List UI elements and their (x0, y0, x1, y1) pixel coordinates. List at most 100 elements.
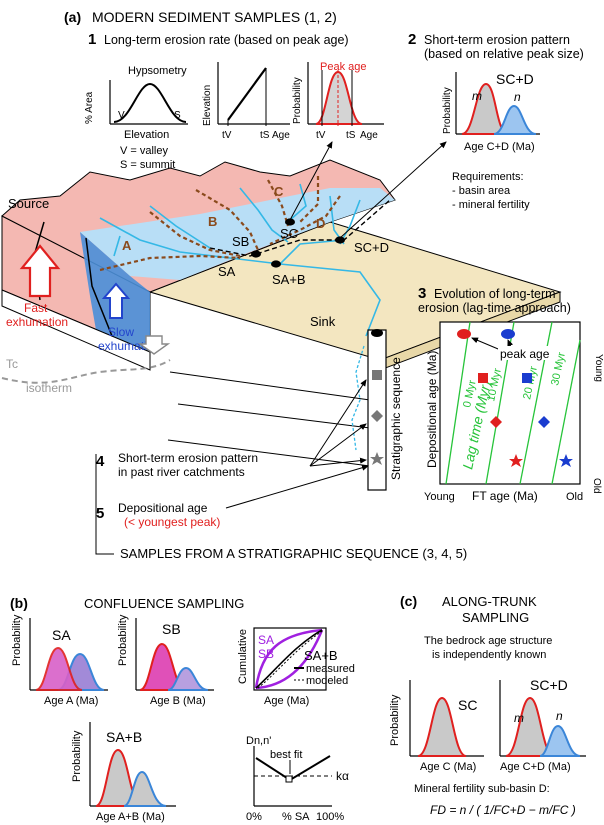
scd-m-label: m (472, 89, 482, 103)
fast-label: Fast (24, 301, 48, 315)
ft-age-x-label: FT age (Ma) (472, 489, 538, 503)
hypsometry-x-label: Elevation (124, 129, 169, 141)
lag-0-label: 0 Myr (461, 379, 479, 409)
tc-label: Tc (6, 357, 18, 371)
step-5-red-text: (< youngest peak) (124, 515, 220, 529)
hypsometry-y-label: % Area (84, 91, 95, 124)
scd-age-label: Age C+D (Ma) (464, 141, 535, 153)
sample-sapb-label: SA+B (272, 272, 306, 287)
sa-chart: Probability SA Age A (Ma) (11, 614, 108, 707)
fast-exhumation-arrow (19, 244, 61, 298)
sb-prob-label: Probability (117, 614, 129, 666)
elevation-tv-label: tV (222, 130, 232, 141)
sapb-chart: Probability SA+B Age A+B (Ma) (71, 722, 176, 823)
age-cd-label: Age C+D (Ma) (500, 761, 571, 773)
panel-c-scd-chart: SC+D m n Age C+D (Ma) (499, 677, 586, 773)
legend-valley: V = valley (120, 145, 168, 157)
panel-b-letter: (b) (10, 595, 28, 611)
requirements-title: Requirements: (452, 171, 524, 183)
panel-c-desc-2: is independently known (432, 649, 546, 661)
peak-tv-label: tV (316, 130, 326, 141)
step-2-number: 2 (408, 31, 416, 48)
sink-label: Sink (310, 314, 336, 329)
panel-a-letter: (a) (64, 9, 81, 25)
young-right-label: Young (593, 354, 604, 382)
cum-sb-label: SB (258, 647, 274, 661)
basin-a-label: A (122, 238, 132, 253)
panel-c-n-label: n (556, 709, 563, 723)
peak-age-x-label: Age (360, 130, 378, 141)
sapb-prob-label: Probability (71, 730, 83, 782)
panel-c-letter: (c) (400, 593, 417, 609)
scd-prob-y-label: Probability (442, 87, 453, 134)
peak-prob-y-label: Probability (292, 77, 303, 124)
scd-label: SC+D (496, 71, 534, 87)
step-5-number: 5 (96, 505, 104, 522)
legend-summit: S = summit (120, 159, 175, 171)
basin-c-label: C (274, 184, 284, 199)
elevation-ts-label: tS (260, 130, 270, 141)
age-a-label: Age A (Ma) (44, 695, 98, 707)
sa-prob-label: Probability (11, 614, 23, 666)
sc-prob-label: Probability (389, 694, 401, 746)
lag-time-chart: 3 Evolution of long-term erosion (lag-ti… (418, 285, 604, 503)
requirement-basin-area: - basin area (452, 185, 511, 197)
hypsometry-title: Hypsometry (128, 65, 187, 77)
sapb-title: SA+B (106, 729, 142, 745)
sample-sapb-dot (271, 260, 281, 268)
best-fit-label: best fit (270, 749, 302, 761)
fertility-title: Mineral fertility sub-basin D: (414, 783, 550, 795)
panel-a-title: MODERN SEDIMENT SAMPLES (1, 2) (92, 9, 337, 25)
peak-ts-label: tS (346, 130, 356, 141)
cum-sab-label: SA+B (304, 648, 338, 663)
dnn-xsa-label: % SA (282, 811, 310, 823)
cumulative-chart: Cumulative SA SB SA+B measured modeled A… (237, 627, 355, 707)
panel-c-title-1: ALONG-TRUNK (442, 594, 537, 609)
slow-exhumation-label: exhumation (98, 339, 160, 353)
old-bottom-label: Old (566, 491, 583, 503)
hypsometry-chart: Hypsometry % Area V S Elevation V = vall… (84, 65, 188, 171)
hypsometry-v-label: V (118, 110, 125, 121)
source-label: Source (8, 196, 49, 211)
measured-label: measured (306, 663, 355, 675)
isotherm-label: isotherm (26, 381, 72, 395)
elevation-age-label: Age (272, 130, 290, 141)
old-right-label: Old (591, 478, 602, 494)
strat-section-title: SAMPLES FROM A STRATIGRAPHIC SEQUENCE (3… (120, 546, 467, 561)
cumulative-y-label: Cumulative (237, 629, 249, 684)
sb-chart: Probability SB Age B (Ma) (117, 614, 214, 707)
panel-c-title-2: SAMPLING (462, 610, 529, 625)
step-2-title-2: (based on relative peak size) (424, 47, 584, 61)
step-3-number: 3 (418, 285, 426, 302)
step-3-title-2: erosion (lag-time approach) (418, 301, 571, 315)
fast-exhumation-label: exhumation (6, 315, 68, 329)
cum-sa-label: SA (258, 633, 274, 647)
sample-scd-dot (335, 236, 345, 244)
sa-title: SA (52, 627, 71, 643)
dnn-label: Dn,n' (246, 735, 271, 747)
strat-seq-label: Stratigraphic sequence (389, 357, 403, 480)
peak-age-chart: Probability Peak age tV tS Age (292, 61, 384, 141)
blue-peak-marker (501, 329, 515, 339)
panel-c-m-label: m (514, 711, 524, 725)
step-3-title-1: Evolution of long-term (434, 287, 556, 301)
basin-d-label: D (316, 216, 325, 231)
slow-label: Slow (108, 325, 134, 339)
peak-age-annotation: peak age (500, 347, 550, 361)
basin-b-label: B (208, 214, 217, 229)
hypsometry-s-label: S (174, 110, 181, 121)
dnn-x100-label: 100% (316, 811, 344, 823)
cumulative-x-label: Age (Ma) (264, 695, 309, 707)
scd-n-label: n (514, 90, 521, 104)
slow-exhumation-arrow (101, 282, 131, 319)
step-5-text: Depositional age (118, 501, 208, 515)
step-2-title-1: Short-term erosion pattern (424, 33, 570, 47)
modeled-label: modeled (306, 675, 348, 687)
panel-c-desc-1: The bedrock age structure (424, 635, 552, 647)
elevation-y-label: Elevation (202, 85, 213, 126)
step-1-title: Long-term erosion rate (based on peak ag… (104, 33, 349, 47)
stratigraphic-column: Stratigraphic sequence (367, 329, 403, 491)
step-4-number: 4 (96, 453, 105, 470)
sc-title: SC (458, 697, 477, 713)
